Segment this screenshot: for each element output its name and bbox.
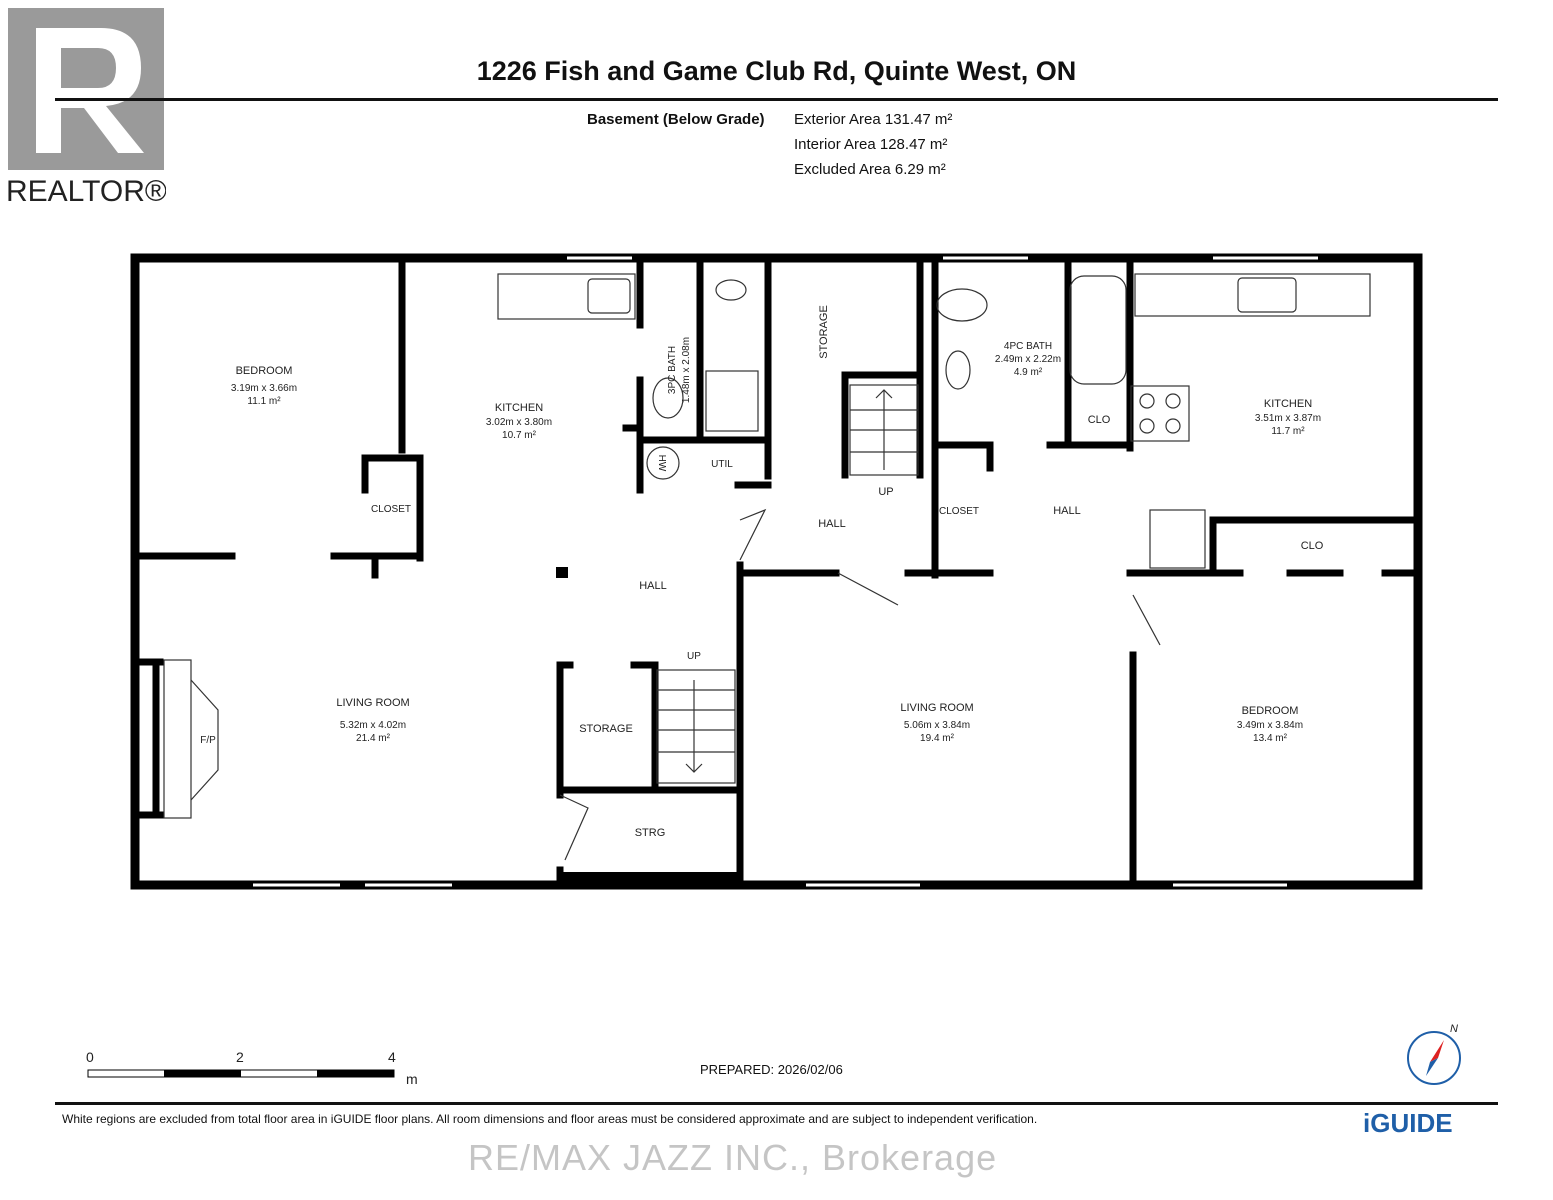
- room-area: 13.4 m²: [1253, 733, 1288, 744]
- scale-tick: 2: [236, 1049, 244, 1065]
- room-dims: 3.49m x 3.84m: [1237, 720, 1303, 731]
- room-label: CLOSET: [371, 504, 411, 515]
- room-label: HALL: [639, 580, 667, 592]
- room-label: BEDROOM: [1242, 705, 1299, 717]
- floor-plan: BEDROOM 3.19m x 3.66m 11.1 m² KITCHEN 3.…: [130, 253, 1423, 890]
- stairs-label: UP: [878, 486, 893, 498]
- disclaimer: White regions are excluded from total fl…: [62, 1112, 1038, 1126]
- room-label: CLO: [1088, 414, 1111, 426]
- room-label: CLOSET: [939, 506, 979, 517]
- room-dims: 1.48m x 2.08m: [681, 337, 692, 403]
- room-dims: 3.51m x 3.87m: [1255, 413, 1321, 424]
- stairs-label: UP: [687, 651, 701, 662]
- room-dims: 5.32m x 4.02m: [340, 720, 406, 731]
- watermark: RE/MAX JAZZ INC., Brokerage: [468, 1137, 998, 1178]
- exterior-area: Exterior Area 131.47 m²: [794, 111, 953, 128]
- scale-tick: 4: [388, 1049, 396, 1065]
- room-label: KITCHEN: [495, 402, 543, 414]
- room-label: LIVING ROOM: [336, 697, 409, 709]
- room-label: CLO: [1301, 540, 1324, 552]
- room-label: UTIL: [711, 459, 733, 470]
- compass-icon: N: [1407, 1023, 1461, 1085]
- room-label: STRG: [635, 827, 666, 839]
- room-dims: 3.19m x 3.66m: [231, 383, 297, 394]
- scale-tick: 0: [86, 1049, 94, 1065]
- room-label: HALL: [818, 518, 846, 530]
- room-label: LIVING ROOM: [900, 702, 973, 714]
- page-title: 1226 Fish and Game Club Rd, Quinte West,…: [476, 56, 1077, 86]
- room-label: STORAGE: [818, 305, 830, 359]
- scale-bar: 0 2 4 m: [86, 1049, 418, 1087]
- room-label: HALL: [1053, 505, 1081, 517]
- room-label: BEDROOM: [236, 365, 293, 377]
- room-area: 21.4 m²: [356, 733, 391, 744]
- room-labels: BEDROOM 3.19m x 3.66m 11.1 m² KITCHEN 3.…: [200, 305, 1324, 839]
- fireplace-label: F/P: [200, 735, 216, 746]
- room-dims: 3.02m x 3.80m: [486, 417, 552, 428]
- iguide-logo: iGUIDE: [1363, 1108, 1453, 1138]
- room-area: 11.1 m²: [247, 396, 281, 407]
- realtor-logo: REALTOR®: [6, 8, 167, 213]
- excluded-area: Excluded Area 6.29 m²: [794, 161, 946, 178]
- room-label: KITCHEN: [1264, 398, 1312, 410]
- room-label: 4PC BATH: [1004, 341, 1052, 352]
- scale-unit: m: [406, 1071, 418, 1087]
- room-dims: 5.06m x 3.84m: [904, 720, 970, 731]
- water-heater-label: HW: [656, 455, 667, 472]
- prepared-date: PREPARED: 2026/02/06: [700, 1062, 843, 1077]
- walls: [130, 253, 1423, 890]
- room-area: 4.9 m²: [1014, 367, 1043, 378]
- room-area: 19.4 m²: [920, 733, 955, 744]
- room-label: 3PC BATH: [667, 346, 678, 394]
- interior-area: Interior Area 128.47 m²: [794, 136, 948, 153]
- room-area: 11.7 m²: [1271, 426, 1305, 437]
- fixtures: [163, 273, 1371, 861]
- room-label: STORAGE: [579, 723, 633, 735]
- divider: [55, 98, 1498, 101]
- windows: [253, 256, 1318, 887]
- compass-north-label: N: [1450, 1023, 1458, 1035]
- floor-name: Basement (Below Grade): [587, 111, 765, 128]
- room-area: 10.7 m²: [502, 430, 537, 441]
- realtor-logo-text: REALTOR®: [6, 175, 166, 208]
- divider: [55, 1102, 1498, 1105]
- room-dims: 2.49m x 2.22m: [995, 354, 1061, 365]
